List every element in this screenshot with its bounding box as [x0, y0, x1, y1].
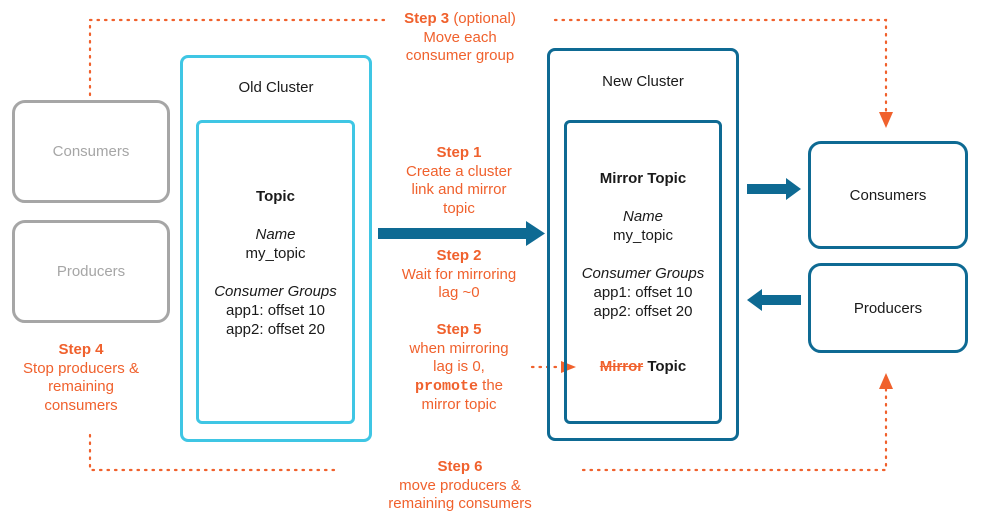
new-topic-groups-label: Consumer Groups — [581, 265, 705, 282]
old-topic-heading: Topic — [256, 188, 295, 205]
step6-annotation: Step 6 move producers & remaining consum… — [360, 458, 560, 514]
right-consumers-box: Consumers — [808, 141, 968, 249]
old-topic-content: Topic Name my_topic Consumer Groups app1… — [196, 187, 355, 339]
old-cluster-title: Old Cluster — [238, 79, 314, 96]
step1-arrow-shaft — [378, 228, 528, 239]
step3-arrowhead-icon — [879, 112, 893, 128]
step1-line3: topic — [443, 199, 475, 217]
old-topic-box — [196, 120, 355, 424]
step6-arrowhead-icon — [879, 373, 893, 389]
step3-title-suffix: (optional) — [453, 10, 516, 27]
new-topic-name-value: my_topic — [612, 227, 674, 244]
step4-line1: Stop producers & — [23, 359, 139, 377]
step3-annotation: Step 3 (optional) Move each consumer gro… — [375, 10, 545, 66]
new-topic-group2: app2: offset 20 — [593, 303, 693, 320]
old-topic-group1: app1: offset 10 — [226, 302, 325, 319]
new-cluster — [547, 48, 739, 441]
promoted-topic-word: Topic — [647, 358, 687, 375]
left-consumers-label: Consumers — [52, 143, 130, 160]
step2-annotation: Step 2 Wait for mirroring lag ~0 — [378, 247, 540, 303]
old-topic-group2: app2: offset 20 — [226, 321, 325, 338]
left-producers-box: Producers — [12, 220, 170, 323]
right-producers-label: Producers — [853, 299, 923, 317]
step5-line2: lag is 0, — [433, 358, 485, 375]
step2-title: Step 2 — [436, 247, 482, 264]
right-producers-box: Producers — [808, 263, 968, 353]
step4-title: Step 4 — [58, 341, 104, 358]
step6-title: Step 6 — [437, 458, 483, 475]
step5-promote-code: promote — [414, 377, 478, 395]
old-topic-name-value: my_topic — [245, 245, 306, 262]
old-topic-groups-label: Consumer Groups — [214, 283, 337, 300]
new-topic-content: Mirror Topic Name my_topic Consumer Grou… — [564, 169, 722, 321]
step1-annotation: Step 1 Create a cluster link and mirror … — [378, 144, 540, 218]
step1-line2: link and mirror — [411, 181, 507, 198]
step4-line2: remaining — [48, 378, 114, 395]
old-topic-name-label: Name — [255, 226, 296, 243]
step1-line1: Create a cluster — [406, 162, 512, 180]
left-producers-label: Producers — [56, 263, 126, 280]
step6-line1: move producers & — [399, 476, 521, 494]
step4-line3: consumers — [44, 396, 118, 414]
step2-line2: lag ~0 — [438, 284, 480, 301]
from-producers-arrowhead-icon — [747, 289, 762, 311]
step5-line1: when mirroring — [409, 339, 509, 357]
old-cluster — [180, 55, 372, 442]
step3-line1: Move each — [423, 28, 497, 46]
step3-line2: consumer group — [405, 47, 515, 64]
struck-mirror-word: Mirror — [599, 358, 644, 375]
step6-line2: remaining consumers — [388, 495, 532, 512]
new-topic-name-label: Name — [622, 208, 663, 225]
step5-line4: mirror topic — [421, 396, 497, 413]
step1-arrowhead-icon — [526, 221, 545, 246]
step1-title: Step 1 — [436, 144, 482, 161]
from-producers-arrow-shaft — [761, 295, 801, 305]
new-topic-group1: app1: offset 10 — [593, 284, 693, 301]
step5-line3-suffix: the — [482, 376, 504, 394]
step2-line1: Wait for mirroring — [401, 265, 517, 283]
step5-annotation: Step 5 when mirroring lag is 0, promote … — [378, 321, 540, 415]
step4-annotation: Step 4 Stop producers & remaining consum… — [0, 341, 162, 415]
to-consumers-arrow-shaft — [747, 184, 787, 194]
step5-title: Step 5 — [436, 321, 482, 338]
to-consumers-arrowhead-icon — [786, 178, 801, 200]
right-consumers-label: Consumers — [849, 186, 927, 204]
step3-title: Step 3 — [404, 10, 450, 27]
left-consumers-box: Consumers — [12, 100, 170, 203]
promoted-topic-label: Mirror Topic — [564, 357, 722, 376]
new-cluster-title: New Cluster — [602, 73, 684, 90]
new-topic-heading: Mirror Topic — [599, 170, 687, 187]
step3-dotted-connector — [88, 18, 888, 114]
new-topic-box — [564, 120, 722, 424]
